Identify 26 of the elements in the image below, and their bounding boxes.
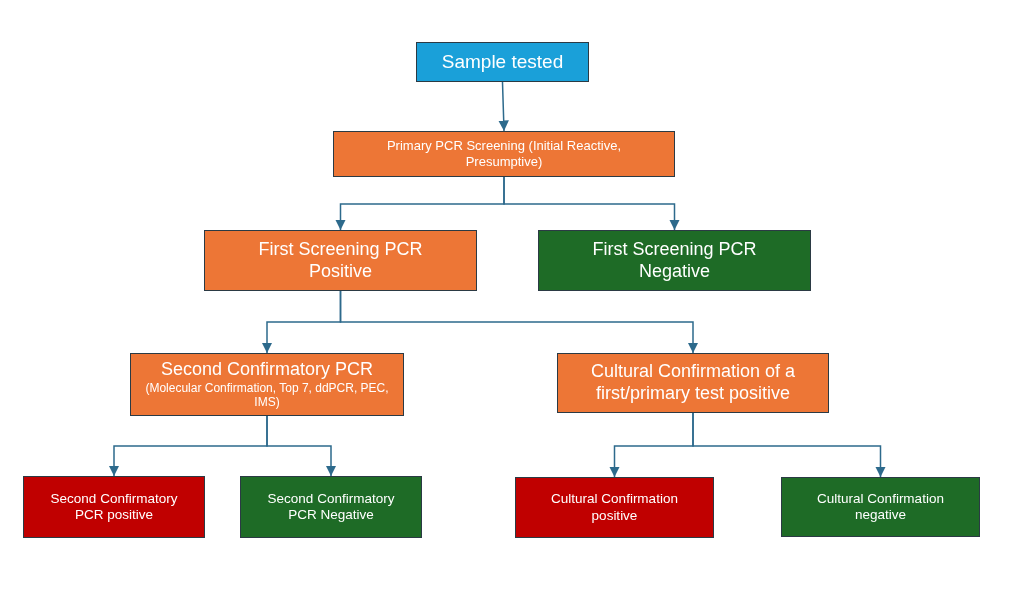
process-box	[781, 477, 980, 537]
start-box	[416, 42, 589, 82]
box-label: Second Confirmatory PCR Negative	[266, 490, 396, 524]
process-box	[557, 353, 829, 413]
process-box	[538, 230, 811, 291]
box-label: First Screening PCR Positive	[257, 238, 424, 283]
box-label: Second Confirmatory PCR	[160, 359, 374, 381]
process-box	[130, 353, 404, 416]
arrow	[266, 415, 337, 477]
box-label: Cultural Confirmation negative	[816, 490, 945, 524]
arrow	[498, 81, 509, 132]
box-subtitle: (Molecular Confirmation, Top 7, ddPCR, PEC, IMS)	[144, 380, 390, 410]
arrow	[339, 290, 699, 354]
process-box	[240, 476, 422, 538]
process-box	[23, 476, 205, 538]
arrow	[503, 176, 680, 231]
box-label: Cultural Confirmation positive	[550, 491, 679, 524]
process-box	[204, 230, 477, 291]
box-label: Second Confirmatory PCR positive	[49, 490, 179, 524]
process-box	[515, 477, 714, 538]
process-box	[333, 131, 675, 177]
box-label: Sample tested	[441, 50, 564, 74]
box-label: First Screening PCR Negative	[591, 238, 758, 283]
arrow	[692, 412, 886, 478]
box-label: Primary PCR Screening (Initial Reactive, Presumptive)	[385, 138, 623, 170]
box-label: Cultural Confirmation of a first/primary test positive	[589, 361, 797, 405]
